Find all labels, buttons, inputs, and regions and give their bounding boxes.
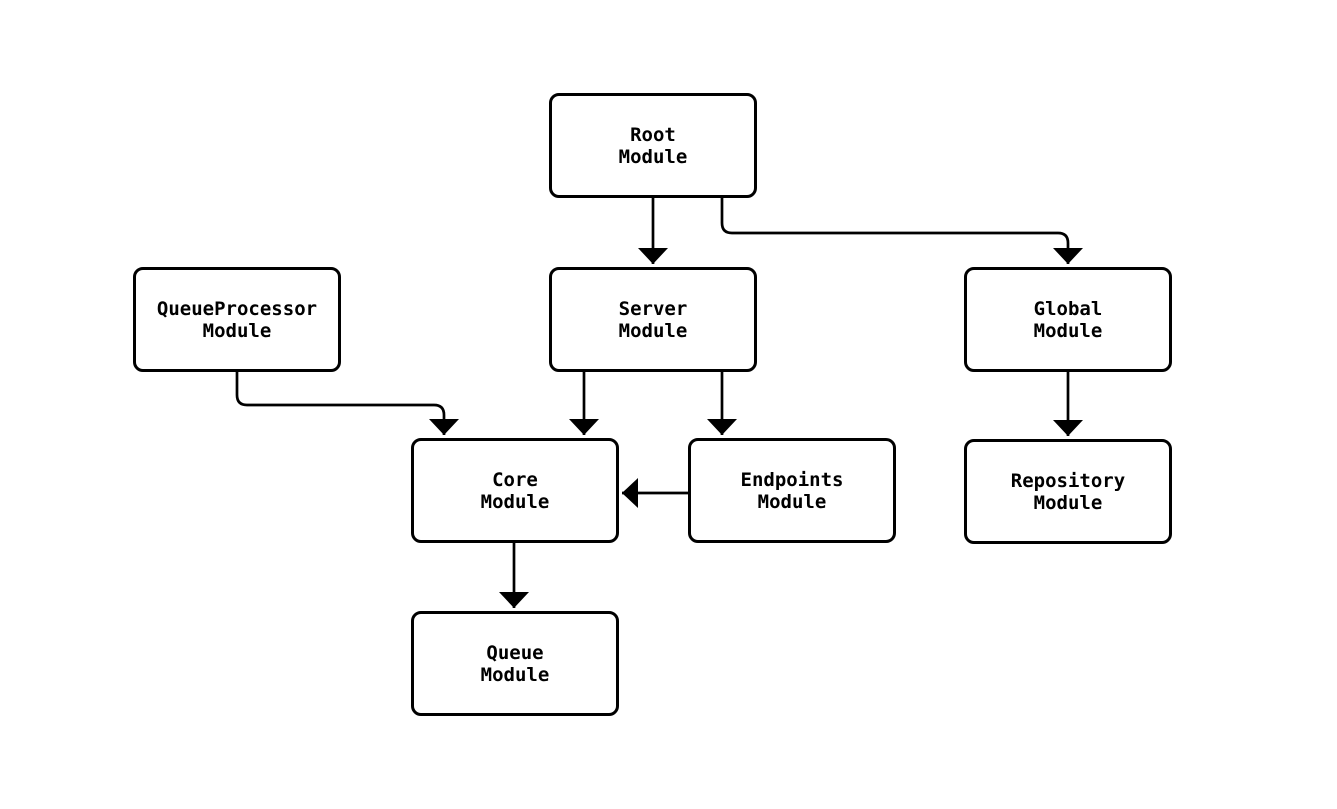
node-label: Module — [480, 490, 550, 513]
node-queueprocessor-module: QueueProcessor Module — [133, 267, 341, 372]
node-label: Root — [630, 123, 676, 146]
node-endpoints-module: Endpoints Module — [688, 438, 896, 543]
edge-queueprocessor-to-core — [235, 372, 459, 435]
node-label: Core — [492, 468, 538, 491]
node-label: Module — [1033, 491, 1103, 514]
node-label: Module — [480, 663, 550, 686]
node-queue-module: Queue Module — [411, 611, 619, 716]
node-label: Global — [1033, 297, 1103, 320]
node-repository-module: Repository Module — [964, 439, 1172, 544]
node-label: Module — [618, 145, 688, 168]
node-label: Endpoints — [740, 468, 844, 491]
node-label: Module — [1033, 319, 1103, 342]
node-label: Queue — [486, 641, 544, 664]
node-label: Module — [618, 319, 688, 342]
node-server-module: Server Module — [549, 267, 757, 372]
node-global-module: Global Module — [964, 267, 1172, 372]
node-root-module: Root Module — [549, 93, 757, 198]
node-core-module: Core Module — [411, 438, 619, 543]
node-label: Module — [202, 319, 272, 342]
node-label: Module — [757, 490, 827, 513]
node-label: QueueProcessor — [156, 297, 318, 320]
node-label: Server — [618, 297, 688, 320]
node-label: Repository — [1010, 469, 1126, 492]
edge-root-to-global — [720, 198, 1083, 264]
